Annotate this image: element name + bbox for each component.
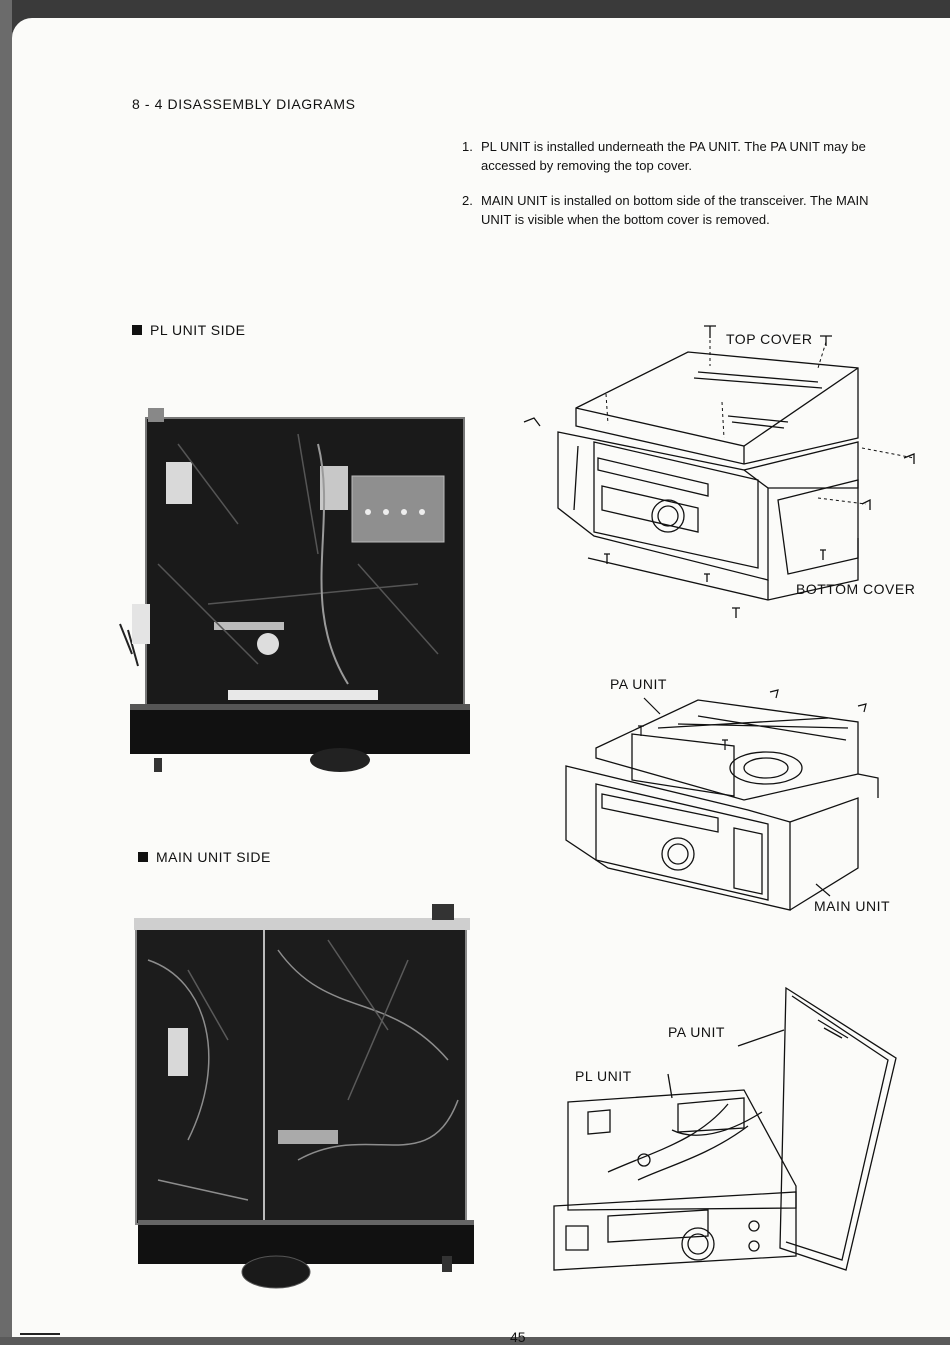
note-number: 2. — [462, 193, 473, 208]
units-diagram — [565, 689, 879, 911]
top-cover-label: TOP COVER — [726, 331, 813, 347]
bottom-cover-label: BOTTOM COVER — [796, 581, 916, 597]
page-number: 45 — [510, 1329, 526, 1345]
scan-left-edge — [0, 0, 12, 1337]
note-item: 1. PL UNIT is installed underneath the P… — [462, 137, 902, 175]
footer-rule — [20, 1333, 60, 1335]
main-unit-side-photo — [134, 904, 474, 1289]
main-unit-side-heading: MAIN UNIT SIDE — [138, 849, 271, 865]
hinged-pa-unit-label: PA UNIT — [668, 1024, 725, 1040]
hinged-unit-diagram — [553, 986, 897, 1271]
notes-list: 1. PL UNIT is installed underneath the P… — [462, 137, 902, 245]
note-text: MAIN UNIT is installed on bottom side of… — [481, 193, 869, 227]
main-unit-side-label: MAIN UNIT SIDE — [156, 849, 271, 865]
pl-unit-side-label: PL UNIT SIDE — [150, 322, 246, 338]
covers-diagram — [523, 325, 915, 618]
hinged-pl-unit-label: PL UNIT — [575, 1068, 632, 1084]
note-text: PL UNIT is installed underneath the PA U… — [481, 139, 866, 173]
square-bullet-icon — [132, 325, 142, 335]
pl-unit-side-photo — [119, 408, 470, 772]
section-heading: 8 - 4 DISASSEMBLY DIAGRAMS — [132, 96, 356, 112]
pl-unit-side-heading: PL UNIT SIDE — [132, 322, 245, 338]
main-unit-label: MAIN UNIT — [814, 898, 891, 914]
note-number: 1. — [462, 139, 473, 154]
pa-unit-label: PA UNIT — [610, 676, 667, 692]
square-bullet-icon — [138, 852, 148, 862]
page-bottom-strip — [12, 1318, 950, 1337]
note-item: 2. MAIN UNIT is installed on bottom side… — [462, 191, 902, 229]
